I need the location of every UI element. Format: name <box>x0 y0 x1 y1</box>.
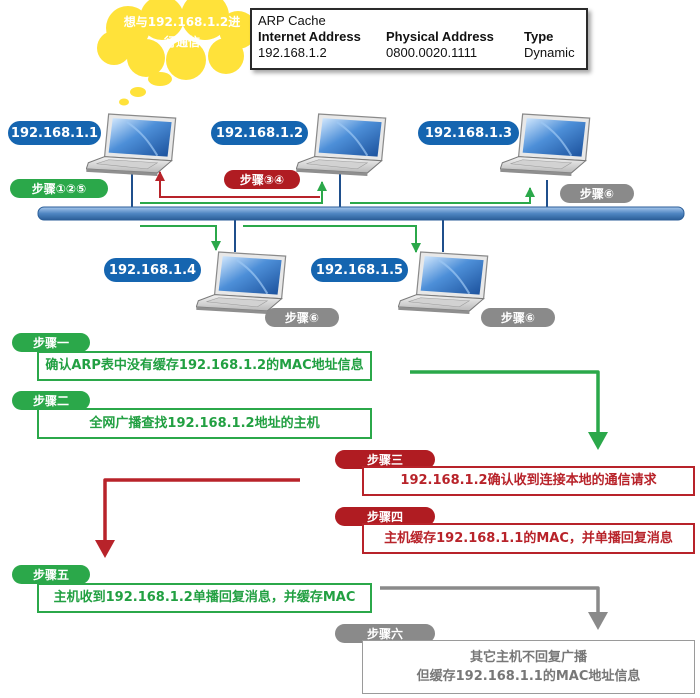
host-drops <box>131 168 548 252</box>
process-arrows <box>95 370 608 630</box>
arp-cache-title: ARP Cache <box>258 13 326 28</box>
host-ip-h4: 192.168.1.4 <box>104 258 201 282</box>
step-6-line-1: 其它主机不回复广播 <box>469 649 587 665</box>
tag-steps-h4: 步骤⑥ <box>265 308 339 327</box>
arrow-h2-to-h3 <box>350 187 535 204</box>
step-4-label: 步骤四 <box>335 507 435 526</box>
tag-steps-h5: 步骤⑥ <box>481 308 555 327</box>
host-ip-h2: 192.168.1.2 <box>211 121 308 145</box>
tag-steps-h2: 步骤③④ <box>224 170 300 189</box>
step-3-box: 192.168.1.2确认收到连接本地的通信请求 <box>362 466 695 496</box>
arp-header-internet: Internet Address <box>258 29 361 44</box>
host-ip-h1: 192.168.1.1 <box>8 121 101 145</box>
step-5-box: 主机收到192.168.1.2单播回复消息，并缓存MAC <box>37 583 372 613</box>
tag-steps-h1: 步骤①②⑤ <box>10 179 108 198</box>
arrow-to-h5 <box>243 225 421 253</box>
arp-cache-table: ARP Cache Internet Address Physical Addr… <box>250 8 588 70</box>
arrow-h2-to-h1 <box>155 171 320 198</box>
step-4-box: 主机缓存192.168.1.1的MAC，并单播回复消息 <box>362 523 695 554</box>
step-1-label: 步骤一 <box>12 333 90 352</box>
step-3-label: 步骤三 <box>335 450 435 469</box>
thought-bubble <box>97 0 257 106</box>
tag-steps-h3: 步骤⑥ <box>560 184 634 203</box>
arp-cell-ip: 192.168.1.2 <box>258 45 327 60</box>
arp-cache-header: Internet Address Physical Address Type <box>258 29 580 45</box>
arrow-step4-to-step5 <box>103 478 300 548</box>
topology-arrows <box>140 171 535 253</box>
network-bus <box>37 206 685 221</box>
step-1-box: 确认ARP表中没有缓存192.168.1.2的MAC地址信息 <box>37 351 372 381</box>
laptop-icon-h4 <box>196 251 287 315</box>
arp-cell-type: Dynamic <box>524 45 575 60</box>
host-ip-h5: 192.168.1.5 <box>311 258 408 282</box>
step-5-label: 步骤五 <box>12 565 90 584</box>
step-2-label: 步骤二 <box>12 391 90 410</box>
step-6-box: 其它主机不回复广播 但缓存192.168.1.1的MAC地址信息 <box>362 640 695 694</box>
host-ip-h3: 192.168.1.3 <box>418 121 519 145</box>
arp-header-physical: Physical Address <box>386 29 494 44</box>
arrow-to-h4 <box>140 225 221 251</box>
arp-header-type: Type <box>524 29 554 44</box>
arrow-step2-to-step3 <box>410 370 600 440</box>
arrow-step5-to-step6 <box>380 586 600 620</box>
step-6-label: 步骤六 <box>335 624 435 643</box>
thought-bubble-text: 想与192.168.1.2进行通信 <box>123 15 241 49</box>
arrow-h1-to-h2 <box>140 181 327 204</box>
arp-cell-mac: 0800.0020.1111 <box>386 45 478 60</box>
laptop-icon-h2 <box>296 113 387 177</box>
laptop-icon-h5 <box>398 251 489 315</box>
step-2-box: 全网广播查找192.168.1.2地址的主机 <box>37 408 372 439</box>
arp-cache-row: 192.168.1.2 0800.0020.1111 Dynamic <box>258 45 580 61</box>
laptop-icon-h1 <box>86 113 177 177</box>
step-6-line-2: 但缓存192.168.1.1的MAC地址信息 <box>416 669 641 684</box>
